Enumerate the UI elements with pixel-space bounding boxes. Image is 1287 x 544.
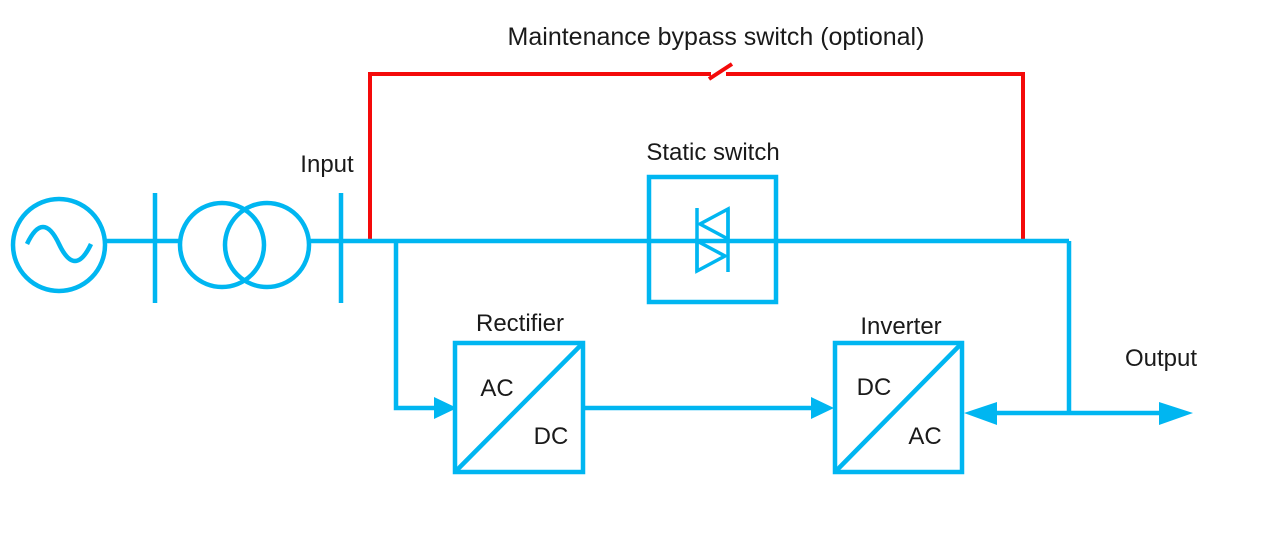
- thyristor-triangle-up: [696, 206, 730, 242]
- inverter-ac-label: AC: [908, 423, 941, 450]
- arrow-into-rectifier-icon: [434, 397, 457, 419]
- output-label: Output: [1125, 345, 1197, 372]
- arrow-into-inverter-right-icon: [964, 402, 997, 425]
- sine-wave-icon: [24, 224, 94, 264]
- transformer-primary-icon: [177, 200, 267, 290]
- input-label: Input: [300, 151, 354, 178]
- static-switch-box: [646, 174, 779, 305]
- diagram-labels: Maintenance bypass switch (optional) Inp…: [300, 23, 1197, 450]
- thyristor-triangle-down: [695, 238, 729, 274]
- bus-to-rectifier-line: [393, 241, 434, 411]
- bypass-line-right: [726, 72, 1025, 241]
- inverter-diagonal: [833, 341, 964, 474]
- ac-source-icon: [10, 196, 108, 294]
- bypass-line-left: [368, 72, 711, 241]
- flow-arrowheads: [434, 397, 1193, 425]
- diagram-title: Maintenance bypass switch (optional): [508, 23, 925, 51]
- main-circuit: [10, 174, 1160, 475]
- inverter-label: Inverter: [860, 313, 941, 340]
- thyristor-pair-icon: [695, 206, 730, 274]
- arrow-output-icon: [1159, 402, 1193, 425]
- static-switch-label: Static switch: [646, 139, 779, 166]
- bypass-switch-blade-icon: [707, 62, 734, 81]
- bypass-path: [368, 62, 1025, 241]
- rectifier-dc-label: DC: [534, 423, 569, 450]
- rectifier-diagonal: [453, 341, 585, 474]
- arrow-into-inverter-icon: [811, 397, 834, 419]
- rectifier-ac-label: AC: [480, 375, 513, 402]
- inverter-dc-label: DC: [857, 374, 892, 401]
- rectifier-label: Rectifier: [476, 310, 564, 337]
- transformer-secondary-icon: [222, 200, 312, 290]
- inverter-box: [832, 340, 965, 475]
